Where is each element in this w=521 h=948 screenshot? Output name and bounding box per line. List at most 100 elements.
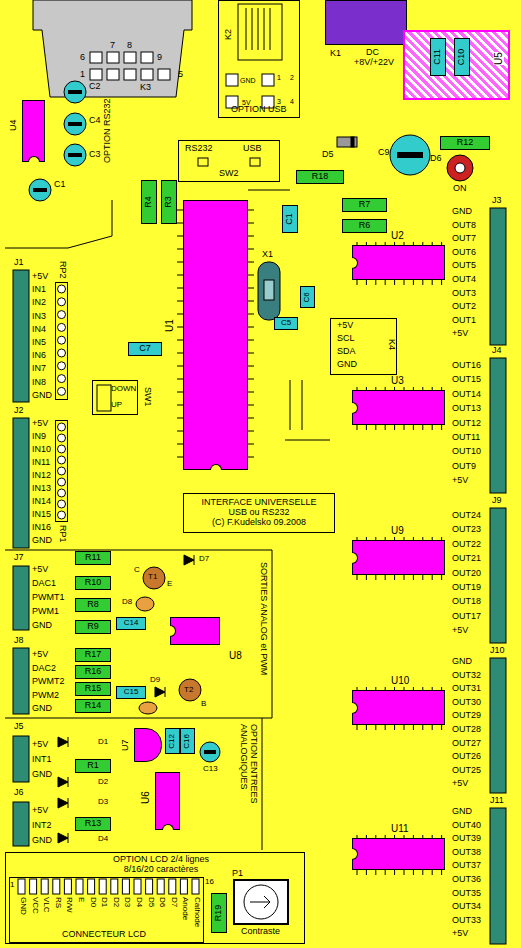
ic-pin	[432, 575, 433, 580]
capacitor-band	[68, 90, 82, 94]
resistor: R12	[440, 136, 490, 150]
ic-pin	[248, 366, 254, 367]
pin-label: Anode	[181, 897, 190, 920]
db9-connector	[124, 69, 136, 80]
potentiometer	[234, 880, 288, 924]
pin-label: D3	[98, 798, 108, 807]
db9-connector	[107, 69, 119, 80]
pack-pin	[58, 511, 66, 519]
pin-label: GND OUT40 OUT39 OUT38 OUT37 OUT36 OUT35 …	[452, 805, 481, 941]
pin-label: VCC	[30, 897, 39, 914]
ic-pin	[385, 425, 386, 430]
pin-label: D7	[169, 897, 178, 907]
pin-label: 7	[110, 41, 115, 51]
part-label: OPTION USB	[231, 105, 287, 115]
usb-connector	[238, 4, 282, 60]
capacitor: C5	[274, 317, 298, 330]
db9-connector	[141, 69, 153, 80]
ic-chip: U3	[352, 390, 445, 425]
db9-connector	[90, 69, 102, 80]
part-label: SDA	[337, 347, 356, 357]
ic-pin	[394, 575, 395, 580]
part-label: INTERFACE UNIVERSELLE	[201, 498, 316, 508]
capacitor-band	[397, 152, 423, 158]
regulator: U7	[134, 728, 162, 762]
ic-pin	[432, 280, 433, 285]
part-label: R6	[359, 221, 371, 231]
header-bar	[13, 418, 29, 548]
pin-label: J2	[14, 406, 24, 416]
part-label: R19	[214, 905, 224, 922]
resistor: R10	[75, 576, 111, 590]
pin-label: 5V	[242, 99, 251, 107]
part-label: R12	[457, 138, 474, 148]
header-bar	[490, 358, 506, 493]
resistor: R9	[75, 620, 111, 634]
ic-pin	[357, 425, 358, 430]
ic-pin	[248, 288, 254, 289]
part-label: CONNECTEUR LCD	[62, 930, 146, 940]
electrolytic-capacitor	[29, 179, 51, 201]
resistor: R16	[75, 665, 111, 679]
transistor	[139, 702, 157, 714]
pin-label: GND OUT32 OUT31 OUT30 OUT29 OUT28 OUT27 …	[452, 655, 481, 791]
part-label: C10	[457, 49, 467, 66]
ic-pin	[248, 353, 254, 354]
pack-pin	[58, 285, 66, 293]
pin-label: 5	[178, 70, 183, 80]
ic-pin	[248, 405, 254, 406]
ic-pin	[441, 725, 442, 730]
diode-symbol	[58, 137, 357, 843]
pin-label: T1	[148, 573, 157, 582]
usb-connector	[246, 8, 270, 50]
usb-connector	[226, 4, 282, 108]
board-line	[5, 158, 330, 850]
pin-label: 6	[80, 53, 85, 63]
lcd-pin	[30, 879, 37, 894]
pack-pin	[58, 323, 66, 331]
pack-pin	[58, 489, 66, 497]
part-label: K1	[330, 49, 341, 59]
pin-label: D6	[430, 154, 442, 164]
part-label: (C) F.Kudelsko 09.2008	[212, 518, 306, 528]
part-label: R18	[312, 172, 329, 182]
diode-symbol	[184, 555, 194, 565]
ic-pin	[441, 280, 442, 285]
pin-label: 1	[10, 881, 14, 890]
resistor: R3	[161, 180, 177, 224]
ic-pin	[375, 280, 376, 285]
diode-symbol	[58, 777, 68, 787]
part-label: U5	[493, 52, 504, 65]
pack-pin	[58, 311, 66, 319]
part-label: C5	[281, 319, 291, 328]
pin-label: D1	[98, 738, 108, 747]
ic-pin	[422, 575, 423, 580]
ic-pin	[248, 275, 254, 276]
ic-pin	[404, 870, 405, 875]
pin-label: 16	[205, 878, 214, 887]
pin-label: J1	[14, 258, 24, 268]
ic-pin	[366, 725, 367, 730]
ic-pin	[248, 340, 254, 341]
ic-pin	[394, 870, 395, 875]
capacitor: C16	[180, 728, 195, 754]
part-label: R8	[87, 600, 99, 610]
lcd-pin	[134, 879, 141, 894]
pin-label: 8	[127, 41, 132, 51]
capacitor: C14	[116, 617, 146, 630]
ic-pin	[248, 210, 254, 211]
ic-pin	[432, 870, 433, 875]
ic-pin	[404, 725, 405, 730]
part-label: K2	[224, 29, 234, 40]
pin-label: D2	[98, 778, 108, 787]
part-label: Contraste	[241, 927, 280, 937]
ic-pin	[248, 223, 254, 224]
part-label: R1	[87, 761, 99, 771]
lcd-pin	[169, 879, 176, 894]
pin-label: Cathode	[192, 897, 201, 927]
part-label: RP2	[57, 261, 67, 279]
pin-label: 1	[80, 70, 85, 80]
ic-pin	[375, 725, 376, 730]
ic-pin	[385, 870, 386, 875]
